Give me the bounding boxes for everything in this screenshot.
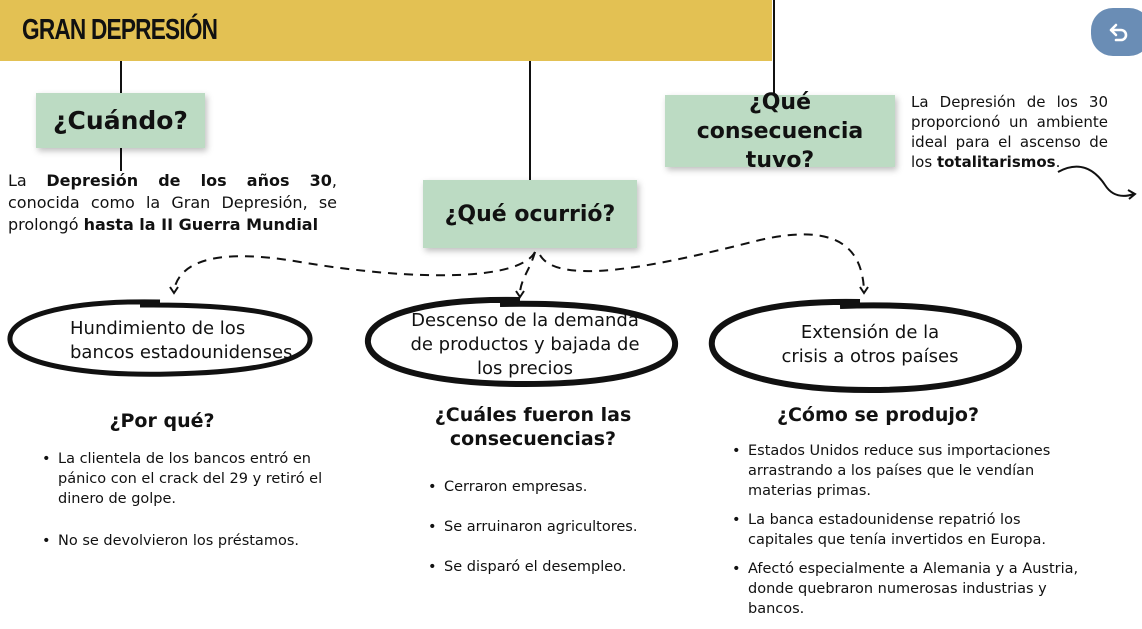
ellipse-text-2: Descenso de la demanda de productos y ba… xyxy=(410,310,640,379)
back-button[interactable] xyxy=(1091,8,1142,56)
when-box: ¿Cuándo? xyxy=(36,93,205,148)
list-item: No se devolvieron los préstamos. xyxy=(40,531,330,551)
connector-line xyxy=(529,61,531,181)
page-title: Gran Depresión xyxy=(22,14,218,46)
ellipse-text-3: Extensión de la crisis a otros países xyxy=(781,322,959,367)
ellipse-1 xyxy=(7,299,313,377)
list-item: La banca estadounidense repatrió los cap… xyxy=(730,510,1080,550)
ellipse-3 xyxy=(708,298,1023,394)
undo-arrow-icon xyxy=(1109,23,1128,42)
dashed-arrow xyxy=(173,251,536,291)
what-label: ¿Qué ocurrió? xyxy=(444,201,616,227)
consequence-box: ¿Qué consecuencia tuvo? xyxy=(665,90,895,173)
consequences-list: Cerraron empresas. Se arruinaron agricul… xyxy=(426,477,666,577)
ellipse-2 xyxy=(364,296,679,388)
ellipse-text-1: Hundimiento de los bancos estadounidense… xyxy=(70,318,293,363)
dashed-arrow xyxy=(519,251,536,295)
heading-why: ¿Por qué? xyxy=(109,410,215,432)
connector-line xyxy=(773,0,775,95)
heading-how: ¿Cómo se produjo? xyxy=(776,404,980,426)
list-item: Estados Unidos reduce sus importaciones … xyxy=(730,441,1080,501)
list-item: Cerraron empresas. xyxy=(426,477,666,497)
how-list: Estados Unidos reduce sus importaciones … xyxy=(730,441,1080,619)
consequence-label: ¿Qué consecuencia tuvo? xyxy=(696,89,864,173)
when-text: La Depresión de los años 30, conocida co… xyxy=(8,171,337,234)
curved-arrow-icon xyxy=(1057,165,1135,197)
header-bar xyxy=(0,0,772,61)
dashed-arrow xyxy=(539,233,865,291)
when-label: ¿Cuándo? xyxy=(53,106,188,135)
why-list: La clientela de los bancos entró en páni… xyxy=(40,449,330,551)
list-item: La clientela de los bancos entró en páni… xyxy=(40,449,330,509)
heading-consequences: ¿Cuáles fueron las consecuencias? xyxy=(434,404,632,450)
list-item: Se arruinaron agricultores. xyxy=(426,517,666,537)
consequence-text: La Depresión de los 30 proporcionó un am… xyxy=(911,93,1108,171)
what-box: ¿Qué ocurrió? xyxy=(423,180,637,248)
list-item: Afectó especialmente a Alemania y a Aust… xyxy=(730,559,1080,619)
list-item: Se disparó el desempleo. xyxy=(426,557,666,577)
